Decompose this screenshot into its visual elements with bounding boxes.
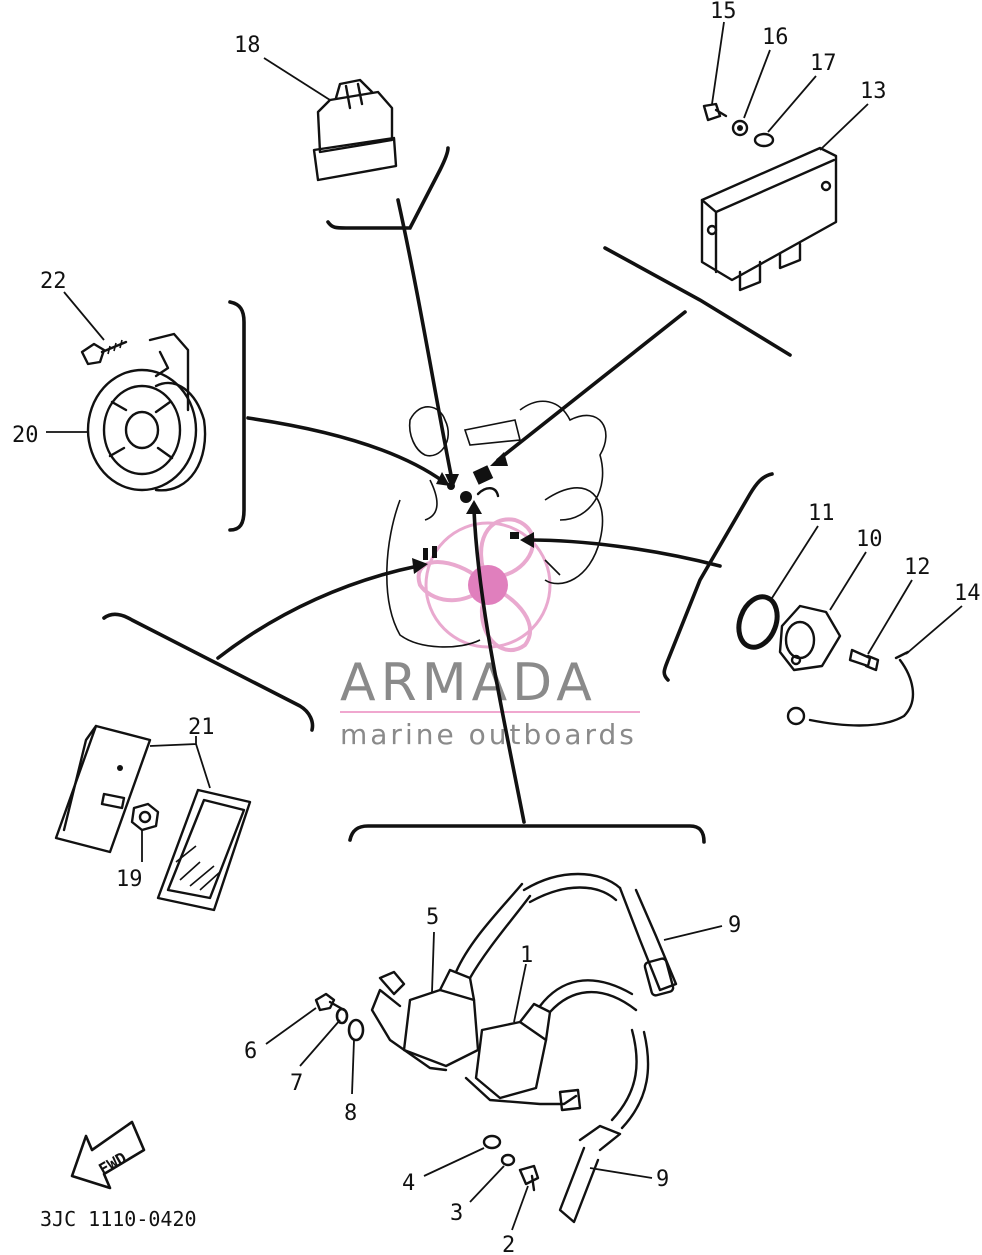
mount-point-ecu: [472, 465, 494, 485]
group-leaders: [102, 146, 792, 844]
mount-point-coil: [460, 487, 500, 503]
part-6-bolt: [314, 992, 346, 1012]
callout-2: 2: [502, 1233, 515, 1255]
part-4-washer: [482, 1134, 502, 1150]
callout-4: 4: [402, 1171, 415, 1196]
part-3-lock-washer: [500, 1153, 516, 1167]
part-5-ignition-coil: [370, 882, 532, 1072]
fwd-label: FWD: [95, 1148, 130, 1179]
part-16-washer: [731, 119, 749, 137]
callout-5: 5: [426, 905, 439, 930]
callout-21: 21: [188, 715, 215, 740]
engine-block: [386, 400, 607, 648]
callout-1: 1: [520, 943, 533, 968]
fwd-direction-arrow: FWD: [70, 1120, 146, 1190]
part-1-ignition-coil: [464, 979, 638, 1112]
part-21-reflector-right: [156, 788, 252, 912]
callout-9-upper: 9: [728, 913, 741, 938]
part-20-bolt: [80, 339, 128, 366]
callout-8: 8: [344, 1101, 357, 1126]
callout-15: 15: [710, 0, 737, 24]
part-2-screw: [518, 1164, 540, 1192]
part-7-lock-washer: [335, 1007, 349, 1025]
callout-20: 22: [40, 269, 67, 294]
part-8-washer: [347, 1018, 365, 1042]
callout-16: 16: [762, 25, 789, 50]
part-11-gasket: [736, 594, 780, 650]
callout-14: 13: [860, 79, 887, 104]
mount-point-sensor: [510, 532, 519, 539]
part-13-wire-lead: [786, 650, 915, 727]
part-18-relay: [312, 78, 398, 182]
armada-logo: [416, 517, 552, 652]
callout-7: 7: [290, 1071, 303, 1096]
callout-3: 3: [450, 1201, 463, 1226]
part-9-plug-cap-lower: [558, 1028, 650, 1224]
watermark-tagline: marine outboards: [340, 718, 637, 751]
callout-19: 20: [12, 423, 39, 448]
part-9-plug-cap-upper: [522, 872, 678, 997]
callout-10: 10: [856, 527, 883, 552]
part-19-horn: [86, 332, 207, 492]
mount-point-reflector: [423, 546, 437, 560]
callout-22: 19: [116, 867, 143, 892]
diagram-code: 3JC 1110-0420: [40, 1207, 197, 1231]
part-15-screw: [702, 102, 728, 122]
watermark-brand: ARMADA: [340, 653, 597, 713]
callout-13: 14: [954, 581, 981, 606]
part-17-washer: [753, 132, 775, 148]
callout-17: 17: [810, 51, 837, 76]
callout-11: 11: [808, 501, 835, 526]
callout-9-lower: 9: [656, 1167, 669, 1192]
part-10-sensor: [778, 604, 842, 672]
callout-6: 6: [244, 1039, 257, 1064]
part-14-cdi-unit: [700, 146, 838, 292]
part-12-screw: [848, 648, 880, 672]
part-21-reflector-left: [54, 724, 152, 854]
callout-18: 18: [234, 33, 261, 58]
callout-leaders: [46, 21, 963, 1231]
part-22-nut: [130, 802, 160, 832]
callout-12: 12: [904, 555, 931, 580]
